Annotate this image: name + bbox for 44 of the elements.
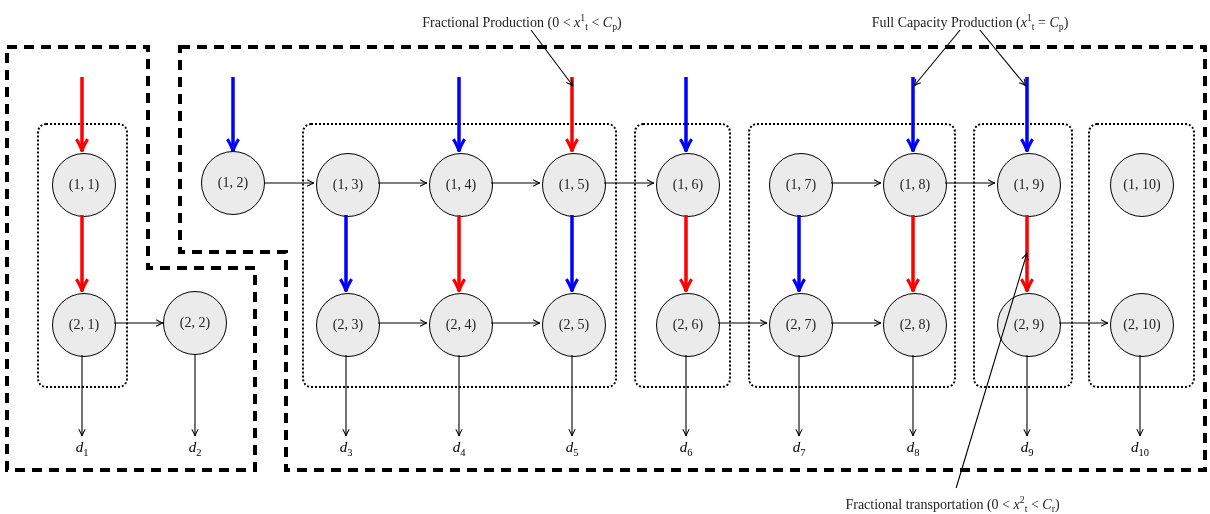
state-circle: (2, 8): [883, 293, 947, 357]
state-circle: (1, 3): [316, 153, 380, 217]
state-circle: (1, 6): [656, 153, 720, 217]
state-circle: (2, 5): [542, 293, 606, 357]
dotted-group-box: [634, 123, 731, 388]
state-circle: (2, 9): [997, 293, 1061, 357]
state-circle: (2, 7): [769, 293, 833, 357]
state-circle: (1, 7): [769, 153, 833, 217]
demand-label: d$_{6}$: [668, 436, 704, 458]
demand-label: d$_{8}$: [895, 436, 931, 458]
state-circle: (2, 4): [429, 293, 493, 357]
annotation-text: Fractional Production (0 < x$^{1}$$_{t}$ < C$_{p}$): [372, 6, 672, 30]
state-circle: (2, 10): [1110, 293, 1174, 357]
demand-label: d$_{2}$: [177, 436, 213, 458]
dotted-group-box: [37, 123, 128, 388]
leader-line: [955, 252, 1029, 489]
leader-line: [913, 29, 961, 87]
dotted-group-box: [1088, 123, 1195, 388]
state-circle: (1, 10): [1110, 153, 1174, 217]
demand-label: d$_{7}$: [781, 436, 817, 458]
state-circle: (2, 1): [52, 293, 116, 357]
state-circle: (2, 3): [316, 293, 380, 357]
state-circle: (1, 5): [542, 153, 606, 217]
state-circle: (1, 4): [429, 153, 493, 217]
demand-label: d$_{5}$: [554, 436, 590, 458]
demand-label: d$_{1}$: [64, 436, 100, 458]
demand-label: d$_{3}$: [328, 436, 364, 458]
leader-line: [979, 29, 1027, 87]
demand-label: d$_{9}$: [1009, 436, 1045, 458]
demand-label: d$_{10}$: [1122, 436, 1158, 458]
dashed-region: [178, 45, 1207, 472]
state-circle: (2, 6): [656, 293, 720, 357]
annotation-text: Fractional transportation (0 < x$^{2}$$_{t}$ < C$_{r}$): [775, 488, 1130, 512]
dotted-group-box: [302, 123, 617, 388]
state-circle: (1, 8): [883, 153, 947, 217]
state-circle: (1, 9): [997, 153, 1061, 217]
state-circle: (1, 2): [201, 151, 265, 215]
state-circle: (2, 2): [163, 291, 227, 355]
annotation-text: Full Capacity Production (x$^{1}$$_{t}$ = C$_{p}$): [815, 6, 1125, 30]
demand-label: d$_{4}$: [441, 436, 477, 458]
leader-line: [530, 29, 574, 87]
dotted-group-box: [973, 123, 1073, 388]
dotted-group-box: [748, 123, 956, 388]
state-circle: (1, 1): [52, 153, 116, 217]
